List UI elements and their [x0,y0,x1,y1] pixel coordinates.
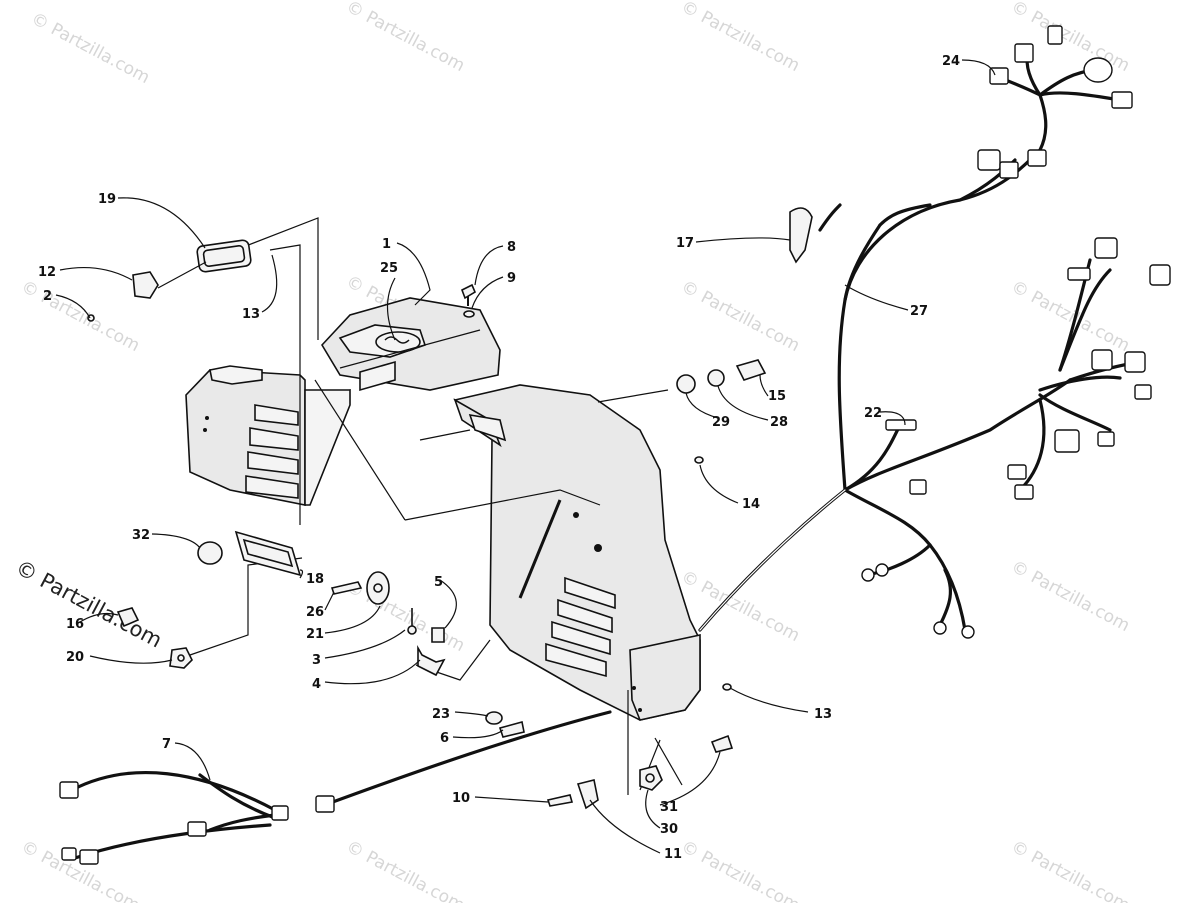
main-console-body [453,384,701,721]
callout-11: 11 [664,847,682,862]
watermark: © Partzilla.com [678,837,803,903]
callout-12: 12 [38,265,56,280]
leader-3 [324,629,406,659]
console-cover-plate [321,297,501,392]
leader-21 [324,605,381,634]
leader-31 [659,751,721,806]
leader-17 [695,237,791,243]
watermark: © Partzilla.com [18,837,143,903]
leader-30 [645,789,661,829]
leader-14 [699,464,739,504]
callout-5: 5 [434,575,443,590]
callout-19: 19 [98,192,116,207]
leader-4 [324,659,421,685]
callout-2: 2 [43,289,52,304]
callout-27: 27 [910,304,928,319]
watermark: © Partzilla.com [28,9,153,88]
leader-25 [386,277,396,341]
callout-22: 22 [864,406,882,421]
leader-lines [55,59,996,854]
callout-7: 7 [162,737,171,752]
callout-6: 6 [440,731,449,746]
leader-16 [79,612,119,623]
watermark: © Partzilla.com [1008,837,1133,903]
callout-21: 21 [306,627,324,642]
leader-28 [717,385,769,421]
callout-18: 18 [306,572,324,587]
leader-23 [454,711,489,717]
watermark: © Partzilla.com [18,277,143,356]
leader-19 [117,197,206,249]
leader-29 [685,392,719,419]
callout-10: 10 [452,791,470,806]
leader-32 [151,533,201,549]
leader-9 [471,276,504,309]
leader-8 [474,245,504,286]
leader-7 [174,742,211,781]
callout-15: 15 [768,389,786,404]
left-console-housing [185,365,351,506]
watermark: © Partzilla.com [343,837,468,903]
callout-17: 17 [676,236,694,251]
leader-1 [396,242,431,306]
watermark: © Partzilla.com [678,0,803,76]
callout-3: 3 [312,653,321,668]
parts-layer [59,25,1171,865]
callout-31: 31 [660,800,678,815]
callout-13: 13 [814,707,832,722]
callout-23: 23 [432,707,450,722]
wiring-harness [59,25,1171,865]
leader-6 [452,729,504,739]
leader-20 [89,655,173,664]
callout-30: 30 [660,822,678,837]
callout-32: 32 [132,528,150,543]
leader-11 [589,799,661,854]
callout-14: 14 [742,497,760,512]
watermark: © Partzilla.com [343,0,468,76]
leader-22 [879,411,906,426]
callout-16: 16 [66,617,84,632]
leader-10 [474,796,549,803]
callout-26: 26 [306,605,324,620]
leader-24 [961,59,996,76]
callout-29: 29 [712,415,730,430]
watermark: © Partzilla.com [678,277,803,356]
callout-1: 1 [382,237,391,252]
callout-25: 25 [380,261,398,276]
leader-13a [261,254,278,313]
leader-18 [299,569,304,579]
leader-27 [844,284,909,311]
callout-13: 13 [242,307,260,322]
callout-20: 20 [66,650,84,665]
leader-26 [324,591,335,611]
callout-numbers: 1 2 3 4 5 6 7 8 9 10 11 12 13 13 14 15 1… [38,54,960,862]
leader-2 [55,294,91,319]
leader-15 [759,374,769,397]
callout-8: 8 [507,240,516,255]
callout-28: 28 [770,415,788,430]
leader-13b [729,687,809,713]
watermark-primary: © Partzilla.com [12,555,166,652]
callout-9: 9 [507,271,516,286]
callout-24: 24 [942,54,960,69]
callout-4: 4 [312,677,321,692]
leader-5 [439,579,457,629]
watermark: © Partzilla.com [1008,557,1133,636]
leader-12 [59,266,133,281]
